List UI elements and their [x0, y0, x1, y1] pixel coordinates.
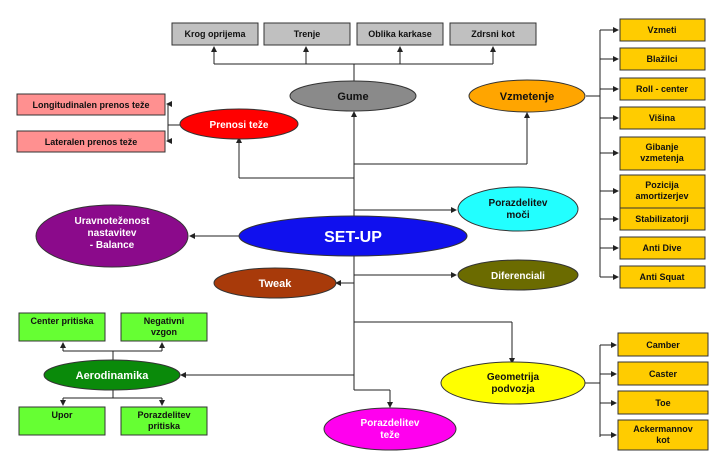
prenosi-child-box: Lateralen prenos teže	[16, 130, 166, 153]
vzmetenje-child-label: Anti Squat	[640, 272, 685, 282]
diferenciali-label: Diferenciali	[491, 271, 545, 282]
node-tweak: Tweak	[213, 267, 337, 299]
vzmetenje-child-label: Vzmeti	[647, 25, 676, 35]
vzmetenje-child-box: Roll - center	[619, 77, 706, 101]
vzmetenje-child-box: Anti Dive	[619, 236, 706, 260]
vzmetenje-child-label: Višina	[649, 113, 676, 123]
geometrija-child-label: Toe	[655, 398, 670, 408]
geometrija-child-label: Camber	[646, 340, 680, 350]
node-aerodinamika: Aerodinamika	[43, 359, 181, 391]
gume-child-label: Zdrsni kot	[471, 29, 515, 39]
gume-child-box: Zdrsni kot	[449, 22, 537, 46]
node-vzmetenje: Vzmetenje	[468, 79, 586, 113]
prenosi-children: Longitudinalen prenos teže Lateralen pre…	[16, 93, 166, 153]
geometrija-child-box: Toe	[617, 390, 709, 415]
aero-child-label: Upor	[52, 410, 73, 420]
center-label: SET-UP	[324, 229, 382, 246]
gume-child-label: Krog oprijema	[184, 29, 246, 39]
vzmetenje-children: Vzmeti Blažilci Roll - center Višina Gib…	[619, 18, 706, 289]
vzmetenje-child-box: Blažilci	[619, 47, 706, 71]
vzmetenje-child-label: Stabilizatorji	[635, 214, 689, 224]
gume-child-box: Oblika karkase	[356, 22, 444, 46]
prenosi-child-label: Lateralen prenos teže	[45, 137, 138, 147]
vzmetenje-child-label: Anti Dive	[642, 243, 681, 253]
vzmetenje-child-box: Stabilizatorji	[619, 207, 706, 231]
geometrija-child-box: Camber	[617, 332, 709, 357]
node-gume: Gume	[289, 80, 417, 112]
aero-child-label: Center pritiska	[30, 316, 94, 326]
gume-child-box: Trenje	[263, 22, 351, 46]
prenosi-child-label: Longitudinalen prenos teže	[32, 100, 149, 110]
geometrija-child-label: Caster	[649, 369, 678, 379]
geometrija-child-box: Caster	[617, 361, 709, 386]
vzmetenje-child-label: Roll - center	[636, 84, 689, 94]
gume-children: Krog oprijema Trenje Oblika karkase Zdrs…	[171, 22, 537, 46]
vzmetenje-child-label: Blažilci	[646, 54, 677, 64]
gume-child-label: Oblika karkase	[368, 29, 432, 39]
prenosi-child-box: Longitudinalen prenos teže	[16, 93, 166, 116]
node-center: SET-UP	[238, 215, 468, 257]
gume-child-label: Trenje	[294, 29, 321, 39]
vzmetenje-child-box: Višina	[619, 106, 706, 130]
node-prenosi-teze: Prenosi teže	[179, 108, 299, 140]
vzmetenje-label: Vzmetenje	[500, 91, 554, 103]
vzmetenje-child-connectors	[600, 27, 619, 280]
aero-child-box: Center pritiska	[18, 312, 106, 342]
gume-child-box: Krog oprijema	[171, 22, 259, 46]
gume-label: Gume	[337, 91, 368, 103]
aero-child-box: Upor	[18, 406, 106, 436]
vzmetenje-child-box: Anti Squat	[619, 265, 706, 289]
node-diferenciali: Diferenciali	[457, 259, 579, 291]
geometrija-child-connectors	[600, 342, 617, 438]
vzmetenje-child-box: Vzmeti	[619, 18, 706, 42]
tweak-label: Tweak	[259, 278, 293, 290]
prenosi-label: Prenosi teže	[210, 120, 269, 131]
aerodinamika-label: Aerodinamika	[76, 370, 150, 382]
